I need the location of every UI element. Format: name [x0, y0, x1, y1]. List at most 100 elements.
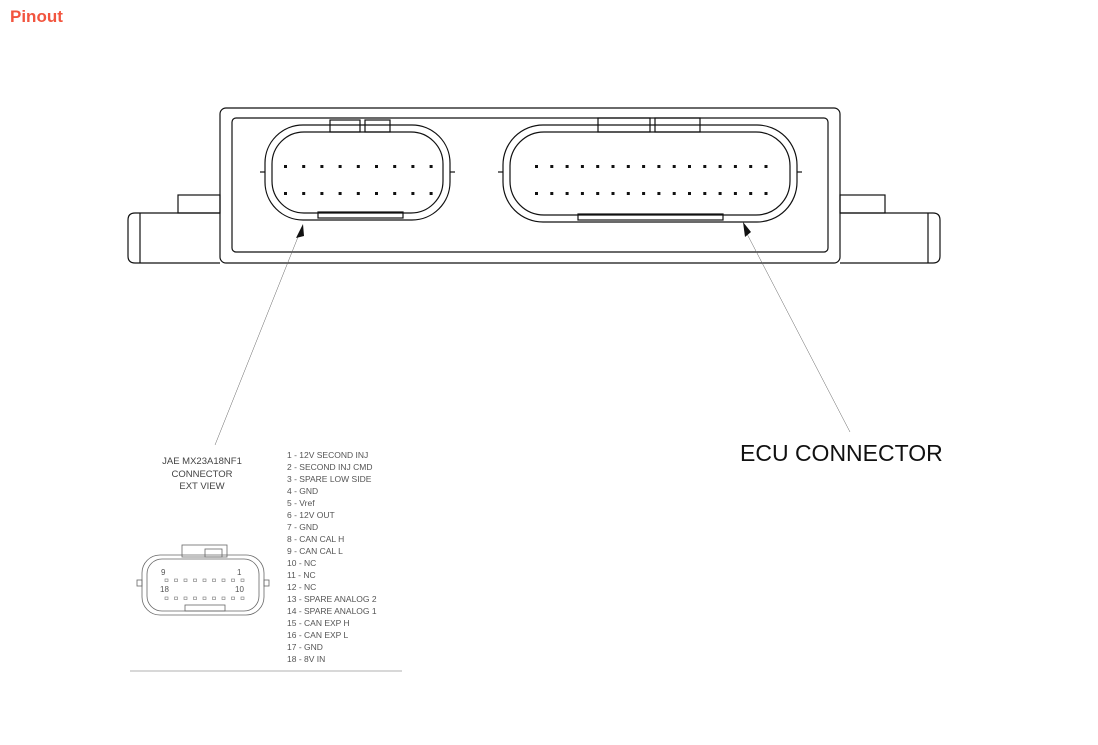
pin — [657, 192, 661, 195]
pin-item: 15 - CAN EXP H — [287, 618, 350, 628]
pin — [411, 192, 415, 195]
pin — [733, 165, 737, 168]
pin-label-18: 18 — [160, 585, 169, 594]
pin — [550, 192, 554, 195]
pin — [221, 578, 226, 582]
pin — [688, 165, 691, 168]
pin — [202, 578, 207, 582]
pin — [212, 578, 216, 582]
pin — [320, 192, 324, 195]
pin-label-1: 1 — [237, 568, 242, 577]
arrowhead-right — [743, 222, 751, 237]
pin — [338, 165, 342, 168]
pin — [320, 165, 324, 168]
pin — [764, 165, 768, 168]
pin-item: 1 - 12V SECOND INJ — [287, 450, 369, 460]
connector-type: CONNECTOR — [171, 468, 233, 480]
pin-item: 17 - GND — [287, 642, 323, 652]
pin — [193, 596, 197, 600]
pin — [231, 578, 235, 582]
pin — [642, 165, 646, 168]
pin-item: 18 - 8V IN — [287, 654, 326, 664]
pin — [375, 192, 378, 195]
pin — [718, 165, 722, 168]
pin-label-9: 9 — [161, 568, 166, 577]
pin-item: 3 - SPARE LOW SIDE — [287, 474, 372, 484]
left-flange — [127, 212, 220, 264]
pin — [580, 192, 584, 195]
pin — [284, 192, 287, 195]
pin — [733, 192, 737, 195]
pin — [193, 578, 197, 582]
pin — [231, 596, 235, 600]
pin — [596, 165, 600, 168]
pin-item: 16 - CAN EXP L — [287, 630, 349, 640]
pin — [164, 596, 169, 600]
pin — [565, 165, 569, 168]
pin — [302, 165, 306, 168]
pin-item: 12 - NC — [287, 582, 317, 592]
pin-item: 13 - SPARE ANALOG 2 — [287, 594, 377, 604]
connector-view: EXT VIEW — [179, 481, 225, 492]
pin — [174, 578, 178, 582]
pin — [580, 165, 584, 168]
page-title: Pinout — [10, 7, 63, 26]
pin — [429, 165, 433, 168]
pin — [672, 192, 676, 195]
ecu-body — [219, 107, 841, 264]
pin — [212, 596, 216, 600]
pin — [183, 596, 188, 600]
pin — [672, 165, 676, 168]
pin — [688, 192, 691, 195]
pin-item: 4 - GND — [287, 486, 319, 496]
left-connector — [260, 119, 455, 221]
pin — [393, 192, 397, 195]
pin-item: 8 - CAN CAL H — [287, 534, 345, 544]
pin — [596, 192, 600, 195]
leader-line-right — [744, 229, 851, 433]
ecu-inner-border — [231, 117, 829, 253]
pin — [703, 165, 707, 168]
leader-line-left — [214, 231, 301, 446]
pin-item: 7 - GND — [287, 522, 319, 532]
pin — [411, 165, 415, 168]
pin — [183, 578, 188, 582]
right-flange — [840, 212, 941, 264]
pin — [550, 165, 554, 168]
pin — [338, 192, 342, 195]
pin-item: 11 - NC — [287, 570, 316, 580]
pin-item: 2 - SECOND INJ CMD — [287, 462, 373, 472]
pin — [611, 192, 615, 195]
pin — [535, 192, 538, 195]
pin-item: 10 - NC — [287, 558, 317, 568]
pin — [749, 165, 753, 168]
pin-item: 5 - Vref — [287, 498, 315, 508]
connector-title: JAE MX23A18NF1 CONNECTOR EXT VIEW — [142, 456, 262, 494]
pin — [356, 192, 360, 195]
pin — [240, 596, 245, 600]
pin — [535, 165, 538, 168]
pin — [764, 192, 768, 195]
pin-list: 1 - 12V SECOND INJ 2 - SECOND INJ CMD 3 - … — [287, 449, 377, 665]
pin — [703, 192, 707, 195]
pin — [240, 578, 245, 582]
pin-label-10: 10 — [235, 585, 244, 594]
pin — [221, 596, 226, 600]
right-tab — [839, 194, 886, 214]
pin — [565, 192, 569, 195]
pin — [626, 165, 630, 168]
pin — [626, 192, 630, 195]
connector-model: JAE MX23A18NF1 — [162, 456, 242, 467]
pin — [611, 165, 615, 168]
small-connector-drawing — [136, 544, 270, 616]
pin — [164, 578, 169, 582]
pin — [642, 192, 646, 195]
pin — [718, 192, 722, 195]
pin-item: 14 - SPARE ANALOG 1 — [287, 606, 377, 616]
pin — [657, 165, 661, 168]
left-tab — [177, 194, 221, 214]
arrowhead-left — [296, 224, 304, 238]
pin — [375, 165, 378, 168]
pin — [429, 192, 433, 195]
